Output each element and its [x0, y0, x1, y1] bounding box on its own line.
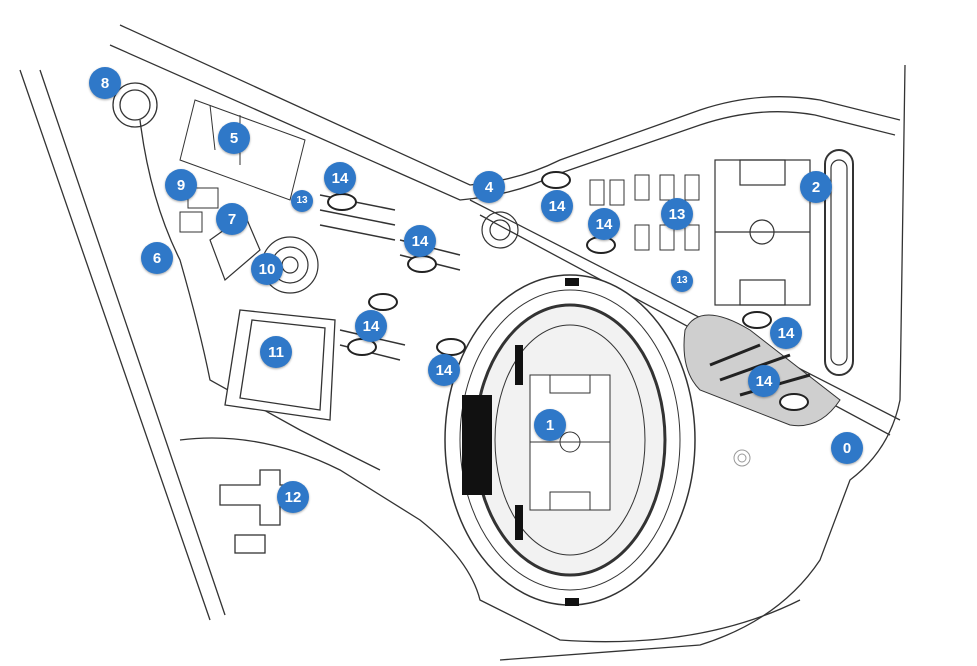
parking-rows-west — [319, 194, 461, 361]
diagonal-road — [469, 199, 901, 421]
parking-oval — [327, 193, 357, 211]
marker-14[interactable]: 14 — [324, 162, 356, 194]
marker-11[interactable]: 11 — [260, 336, 292, 368]
east-road — [499, 64, 906, 661]
marker-7[interactable]: 7 — [216, 203, 248, 235]
marker-10[interactable]: 10 — [251, 253, 283, 285]
parking-oval — [742, 311, 772, 329]
parking-oval — [368, 293, 398, 311]
marker-2[interactable]: 2 — [800, 171, 832, 203]
marker-14[interactable]: 14 — [428, 354, 460, 386]
marker-13-small[interactable]: 13 — [291, 190, 313, 212]
marker-0[interactable]: 0 — [831, 432, 863, 464]
marker-13-small[interactable]: 13 — [671, 270, 693, 292]
parking-oval — [541, 171, 571, 189]
marker-5[interactable]: 5 — [218, 122, 250, 154]
roundabout-4 — [481, 211, 519, 249]
west-road-2 — [39, 69, 226, 616]
marker-13[interactable]: 13 — [661, 198, 693, 230]
circle-8 — [112, 82, 158, 128]
marker-4[interactable]: 4 — [473, 171, 505, 203]
marker-14[interactable]: 14 — [541, 190, 573, 222]
south-boundary — [179, 437, 801, 643]
marker-14[interactable]: 14 — [404, 225, 436, 257]
west-road — [19, 69, 211, 621]
marker-14[interactable]: 14 — [748, 365, 780, 397]
marker-6[interactable]: 6 — [141, 242, 173, 274]
marker-14[interactable]: 14 — [588, 208, 620, 240]
marker-14[interactable]: 14 — [355, 310, 387, 342]
marker-12[interactable]: 12 — [277, 481, 309, 513]
training-complex — [714, 149, 854, 376]
marker-8[interactable]: 8 — [89, 67, 121, 99]
main-stadium — [444, 274, 696, 606]
inner-loop-road — [139, 119, 381, 471]
marker-9[interactable]: 9 — [165, 169, 197, 201]
parking-oval — [779, 393, 809, 411]
marker-14[interactable]: 14 — [770, 317, 802, 349]
marker-1[interactable]: 1 — [534, 409, 566, 441]
parking-oval — [407, 255, 437, 273]
